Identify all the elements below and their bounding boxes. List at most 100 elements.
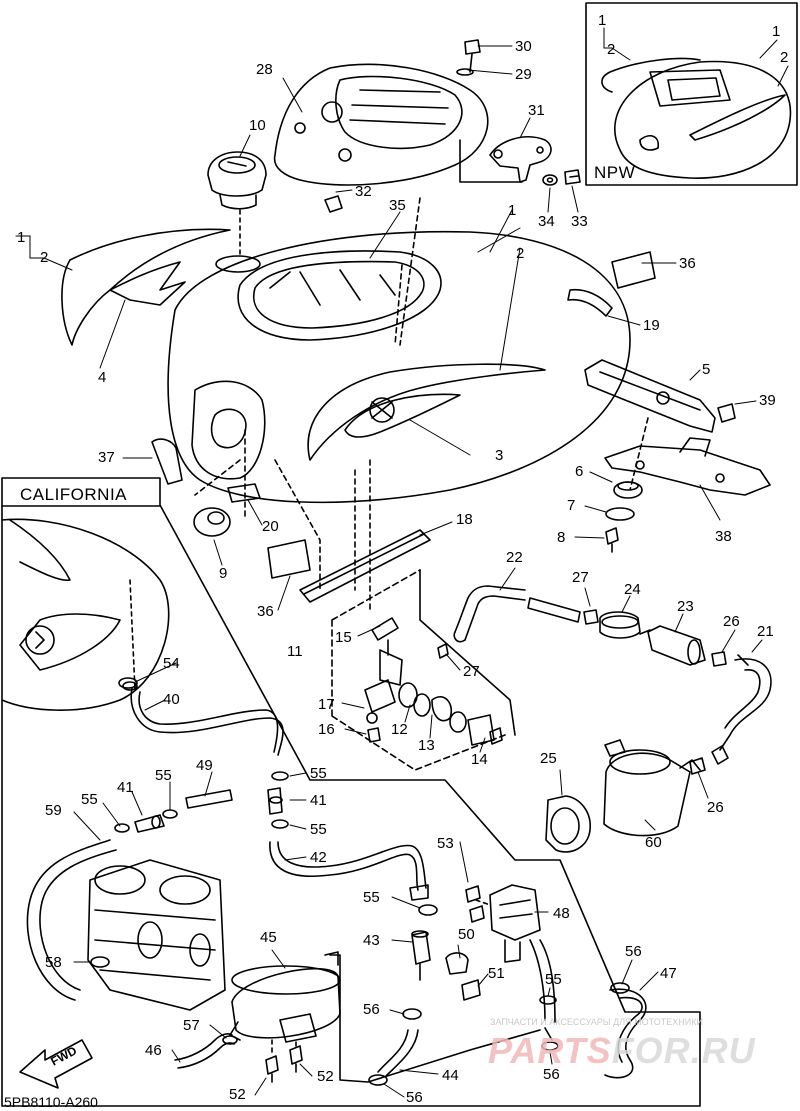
pad-37 bbox=[151, 438, 183, 485]
part-50 bbox=[445, 952, 469, 975]
hose-22 bbox=[453, 585, 581, 643]
callout-55-b: 55 bbox=[81, 791, 98, 808]
callout-23: 23 bbox=[677, 598, 694, 615]
watermark-logo: PARTSFOR.RU bbox=[488, 1030, 756, 1072]
bracket-25 bbox=[545, 795, 591, 853]
callout-4: 4 bbox=[98, 369, 107, 386]
label-36-bottom bbox=[267, 539, 311, 579]
bolt-8 bbox=[605, 527, 619, 553]
callout-18: 18 bbox=[456, 511, 473, 528]
callout-21: 21 bbox=[757, 623, 774, 640]
callout-11: 11 bbox=[287, 643, 303, 660]
clip-55-e bbox=[418, 904, 438, 916]
hose-21 bbox=[711, 654, 772, 765]
npw-inset-title: NPW bbox=[594, 163, 636, 182]
carburetor-assembly bbox=[87, 859, 226, 1011]
callout-58: 58 bbox=[45, 954, 62, 971]
callout-52-b: 52 bbox=[317, 1068, 334, 1085]
callout-56-b: 56 bbox=[406, 1089, 423, 1106]
callout-57: 57 bbox=[183, 1017, 200, 1034]
callout-52-a: 52 bbox=[229, 1086, 246, 1103]
fuel-cap bbox=[207, 151, 267, 210]
callout-2-left: 2 bbox=[40, 249, 49, 266]
callout-53: 53 bbox=[437, 835, 454, 852]
callout-1-left: 1 bbox=[17, 229, 26, 246]
clip-27-upper bbox=[583, 609, 599, 625]
callout-47: 47 bbox=[660, 965, 677, 982]
clip-57 bbox=[222, 1035, 238, 1045]
callout-npw-2-left: 2 bbox=[607, 41, 616, 58]
callout-20: 20 bbox=[262, 518, 279, 535]
callout-34: 34 bbox=[538, 213, 555, 230]
california-inset-title: CALIFORNIA bbox=[20, 485, 128, 504]
part-24 bbox=[599, 611, 641, 639]
watermark-brand-b: FOR.RU bbox=[611, 1030, 756, 1071]
callout-55-f: 55 bbox=[545, 971, 562, 988]
hose-47 bbox=[604, 988, 647, 1079]
callout-15: 15 bbox=[335, 629, 352, 646]
callout-39: 39 bbox=[759, 392, 776, 409]
callout-40: 40 bbox=[163, 691, 180, 708]
callout-29: 29 bbox=[515, 66, 532, 83]
callout-24: 24 bbox=[624, 581, 641, 598]
nut-9 bbox=[193, 507, 231, 537]
callout-13: 13 bbox=[418, 737, 435, 754]
california-inset bbox=[1, 477, 701, 1107]
callout-1-main: 1 bbox=[508, 202, 517, 219]
callout-7: 7 bbox=[567, 497, 576, 514]
callout-49: 49 bbox=[196, 757, 213, 774]
leader-lines bbox=[15, 27, 789, 1098]
clip-56-b bbox=[368, 1074, 388, 1086]
clip-56-d bbox=[610, 982, 630, 994]
callout-45: 45 bbox=[260, 929, 277, 946]
joint-41-left bbox=[134, 814, 165, 833]
valve-43 bbox=[411, 930, 431, 981]
bolt-52-b bbox=[289, 1045, 303, 1073]
callout-16: 16 bbox=[318, 721, 335, 738]
callout-38: 38 bbox=[715, 528, 732, 545]
hose-44 bbox=[377, 1029, 419, 1077]
bolt-39 bbox=[717, 403, 736, 423]
washer-29 bbox=[456, 68, 474, 76]
callout-25: 25 bbox=[540, 750, 557, 767]
callout-8: 8 bbox=[557, 529, 566, 546]
clip-56-c bbox=[541, 1041, 559, 1051]
solenoid-valve bbox=[489, 884, 541, 963]
callout-56-d: 56 bbox=[625, 943, 642, 960]
hose-42 bbox=[269, 841, 429, 901]
callout-9: 9 bbox=[219, 565, 228, 582]
callout-32: 32 bbox=[355, 183, 372, 200]
fuel-filter bbox=[639, 625, 706, 666]
bolt-53-a bbox=[465, 885, 481, 903]
callout-54: 54 bbox=[163, 655, 180, 672]
clip-56-a bbox=[402, 1008, 422, 1020]
fwd-arrow bbox=[19, 1039, 93, 1089]
fuel-tank bbox=[167, 230, 631, 504]
label-36-top bbox=[611, 251, 656, 289]
callout-35: 35 bbox=[389, 197, 406, 214]
callout-41-right: 41 bbox=[310, 792, 327, 809]
tank-console bbox=[273, 63, 489, 186]
washer-7 bbox=[605, 507, 635, 521]
callout-41-left: 41 bbox=[117, 779, 134, 796]
callout-30: 30 bbox=[515, 38, 532, 55]
bolt-33 bbox=[564, 169, 581, 185]
canister bbox=[229, 951, 341, 1043]
npw-inset bbox=[585, 2, 798, 186]
fuel-cock-assembly bbox=[331, 569, 516, 771]
bracket-38 bbox=[604, 437, 771, 496]
callout-26-upper: 26 bbox=[723, 613, 740, 630]
callout-5: 5 bbox=[702, 361, 711, 378]
part-19 bbox=[567, 288, 613, 317]
callout-31: 31 bbox=[528, 102, 545, 119]
watermark-brand-a: PARTS bbox=[488, 1030, 612, 1071]
drawing-code: 5PB8110-A260 bbox=[4, 1094, 98, 1110]
strip-18 bbox=[299, 529, 431, 603]
callout-60: 60 bbox=[645, 834, 662, 851]
rear-cover bbox=[584, 359, 716, 433]
hose-49 bbox=[185, 789, 233, 809]
clip-27-lower bbox=[437, 643, 449, 659]
watermark-tagline: ЗАПЧАСТИ И АКСЕССУАРЫ ДЛЯ МОТОТЕХНИКИ bbox=[490, 1017, 703, 1027]
callout-56-c: 56 bbox=[543, 1066, 560, 1083]
